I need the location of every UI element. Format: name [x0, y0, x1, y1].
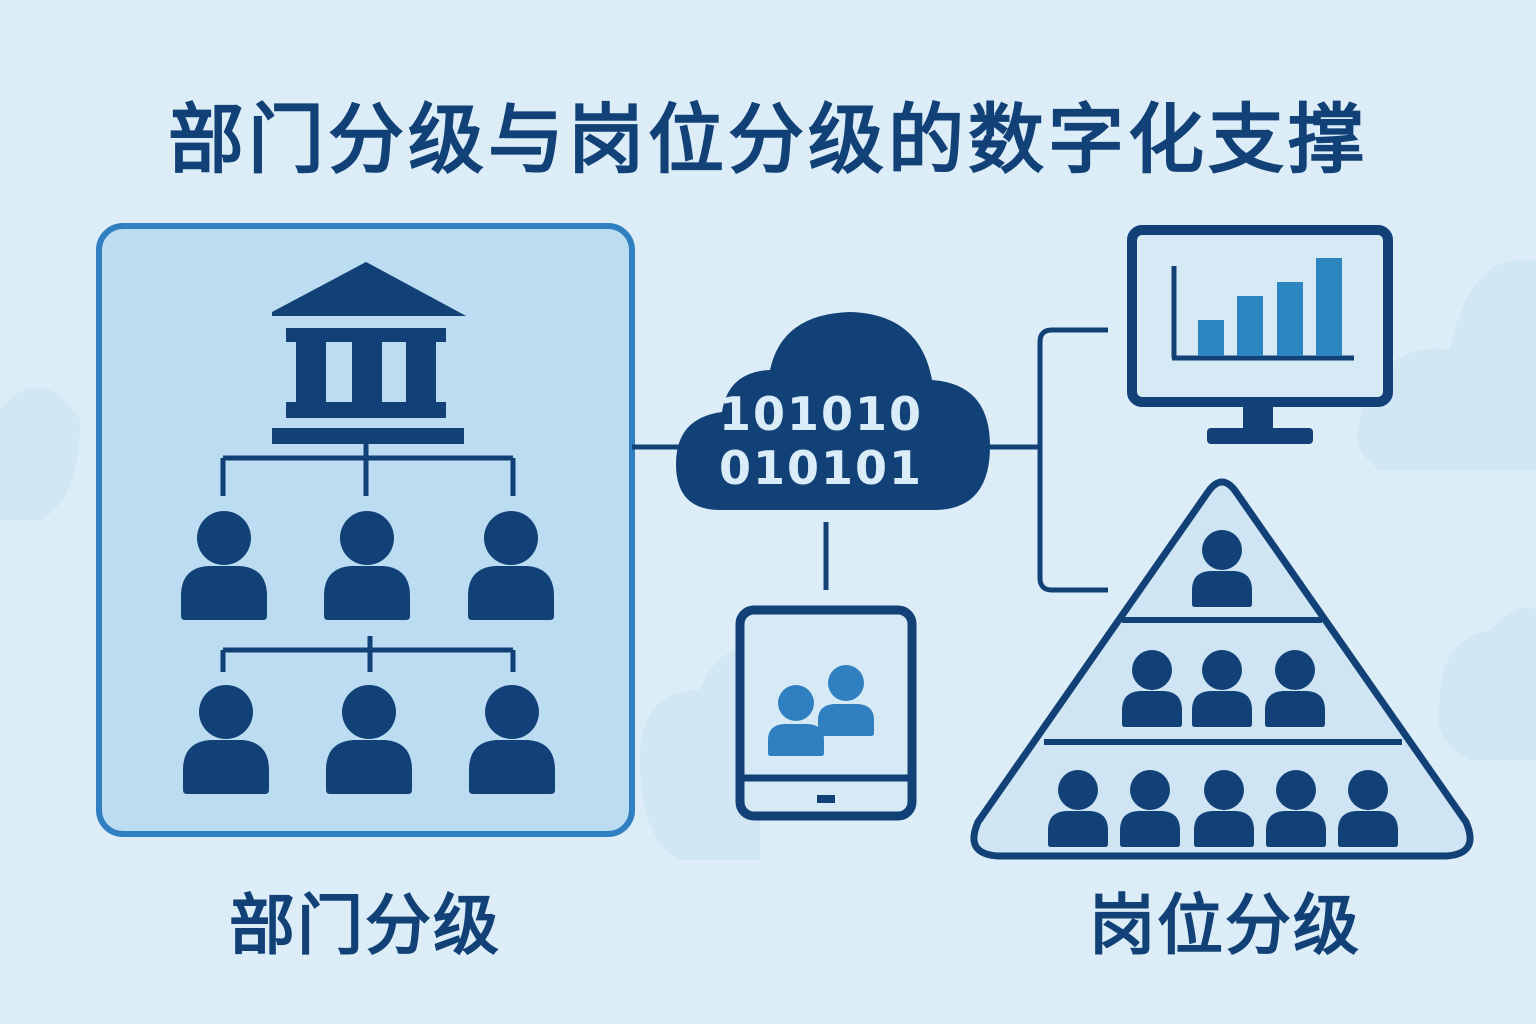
pyramid-tier-2 [1122, 650, 1325, 727]
position-label: 岗位分级 [1089, 887, 1361, 964]
org-tree-lines-bottom [220, 636, 516, 672]
page-title: 部门分级与岗位分级的数字化支撑 [168, 95, 1368, 184]
bank-icon [272, 262, 466, 444]
binary-line-1: 101010 [719, 387, 923, 441]
department-label: 部门分级 [229, 887, 501, 964]
connector-cloud-right [990, 327, 1108, 593]
org-tree-lines-top [220, 444, 516, 496]
cloud-icon: 101010 010101 [676, 312, 990, 510]
pyramid-icon [970, 478, 1474, 860]
background-clouds [0, 259, 1536, 860]
monitor-icon [1127, 225, 1393, 444]
bar-chart-icon [1171, 258, 1354, 361]
tablet-icon [735, 605, 917, 821]
binary-line-2: 010101 [719, 441, 923, 495]
